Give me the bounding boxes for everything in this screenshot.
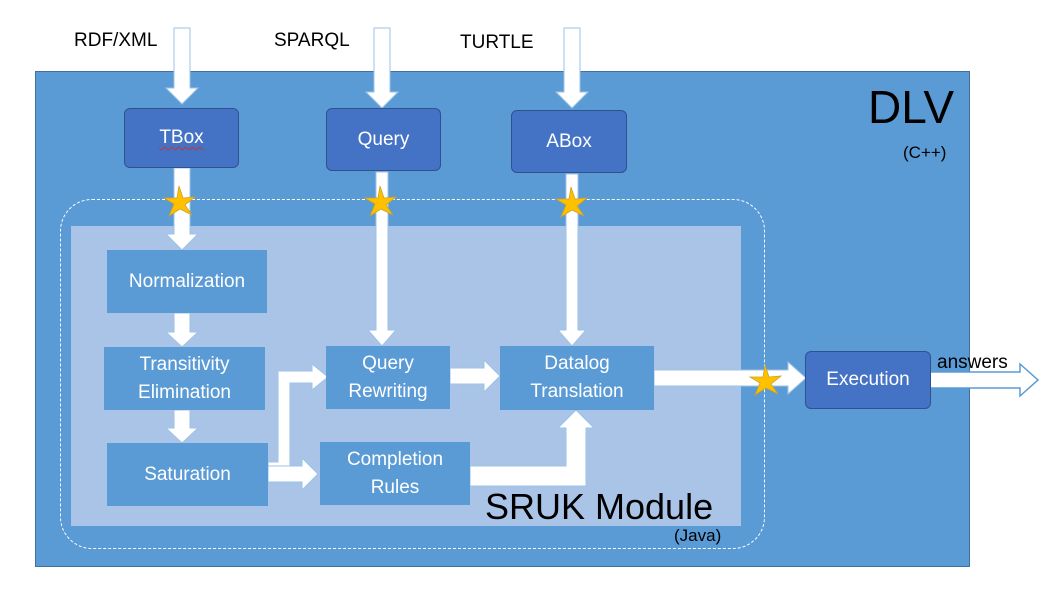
datalog-translation-box: Datalog Translation [500,346,654,410]
query-rewriting-label-line1: Query [362,352,414,374]
tbox-box: TBox [124,108,239,168]
rdf-xml-label: RDF/XML [74,30,158,51]
arrow-transitivity-to-saturation [164,409,200,444]
arrow-turtle-to-abox [554,27,590,109]
arrow-rdf-to-tbox [164,27,200,105]
arrow-saturation-to-rewriting [267,362,329,471]
abox-box: ABox [511,110,627,173]
tbox-label: TBox [159,127,204,149]
sruk-module-title: SRUK Module [485,486,714,527]
abox-label: ABox [546,130,592,152]
saturation-label: Saturation [144,463,231,485]
turtle-label: TURTLE [460,32,534,53]
star-icon [748,364,783,397]
dlv-language: (C++) [903,143,947,162]
completion-rules-label-line2: Rules [370,476,420,498]
query-label: Query [357,128,410,150]
execution-box: Execution [805,351,931,409]
normalization-label: Normalization [128,270,246,292]
completion-rules-label-line1: Completion [346,448,444,470]
arrow-datalog-to-execution [653,360,807,396]
star-icon [162,185,197,218]
completion-rules-box: Completion Rules [320,442,470,505]
saturation-box: Saturation [107,443,268,506]
normalization-box: Normalization [107,250,267,313]
transitivity-elimination-box: Transitivity Elimination [104,347,265,410]
star-icon [554,186,589,219]
answers-label: answers [937,352,1008,373]
arrow-sparql-to-query [364,27,400,109]
datalog-label-line1: Datalog [544,353,610,375]
transitivity-label-line2: Elimination [138,381,231,403]
query-box: Query [326,108,441,171]
execution-label: Execution [826,369,910,391]
query-rewriting-box: Query Rewriting [326,346,450,409]
query-rewriting-label-line2: Rewriting [348,380,428,402]
arrow-saturation-to-completion [267,456,319,492]
datalog-label-line2: Translation [530,381,624,402]
arrow-rewriting-to-datalog [449,358,501,394]
sruk-module-language: (Java) [674,526,722,545]
dlv-title: DLV [868,81,955,133]
sparql-label: SPARQL [274,30,350,51]
arrow-execution-to-answers [929,362,1040,398]
star-icon [363,185,398,218]
arrow-completion-to-datalog [469,409,596,487]
transitivity-label-line1: Transitivity [139,353,230,375]
arrow-normalization-to-transitivity [164,312,200,348]
